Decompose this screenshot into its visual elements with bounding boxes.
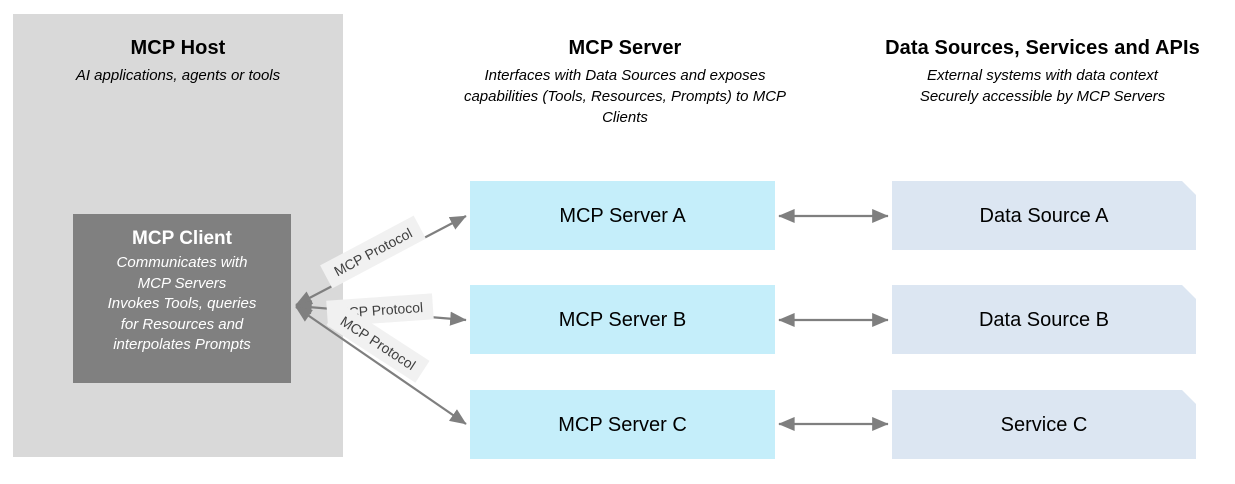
data-source-box-b[interactable]: Data Source B [892, 285, 1196, 354]
service-box-c[interactable]: Service C [892, 390, 1196, 459]
data-sources-subtitle-line-1: External systems with data context [927, 67, 1158, 84]
data-sources-header: Data Sources, Services and APIs External… [850, 36, 1235, 107]
mcp-client-description: Communicates with MCP Servers Invokes To… [104, 253, 261, 356]
service-box-c-label: Service C [1000, 413, 1088, 436]
mcp-server-title: MCP Server [568, 37, 682, 59]
mcp-host-header: MCP Host AI applications, agents or tool… [13, 36, 343, 86]
mcp-host-subtitle: AI applications, agents or tools [75, 67, 281, 84]
mcp-client-description-line-5: interpolates Prompts [113, 336, 251, 353]
mcp-server-box-b[interactable]: MCP Server B [470, 285, 775, 354]
mcp-client-title: MCP Client [132, 228, 232, 249]
mcp-client-description-line-3: Invokes Tools, queries [107, 295, 257, 312]
mcp-client-description-line-2: MCP Servers [137, 274, 227, 292]
mcp-client-box[interactable]: MCP Client Communicates with MCP Servers… [73, 214, 291, 383]
data-source-box-a-label: Data Source A [979, 204, 1109, 227]
mcp-host-title: MCP Host [130, 37, 226, 59]
mcp-server-subtitle: Interfaces with Data Sources and exposes… [463, 67, 787, 126]
mcp-server-box-a[interactable]: MCP Server A [470, 181, 775, 250]
mcp-server-box-c[interactable]: MCP Server C [470, 390, 775, 459]
data-sources-title: Data Sources, Services and APIs [885, 37, 1200, 59]
data-sources-subtitle: External systems with data context Secur… [850, 65, 1235, 107]
mcp-server-header: MCP Server Interfaces with Data Sources … [450, 36, 800, 128]
mcp-server-box-b-label: MCP Server B [558, 308, 687, 331]
data-sources-subtitle-line-2: Securely accessible by MCP Servers [919, 88, 1166, 105]
mcp-client-description-line-4: for Resources and [120, 315, 244, 333]
data-source-box-b-label: Data Source B [978, 308, 1110, 331]
mcp-server-box-c-label: MCP Server C [558, 413, 687, 436]
data-source-box-a[interactable]: Data Source A [892, 181, 1196, 250]
mcp-client-description-line-1: Communicates with [116, 254, 248, 271]
mcp-server-box-a-label: MCP Server A [559, 204, 686, 227]
